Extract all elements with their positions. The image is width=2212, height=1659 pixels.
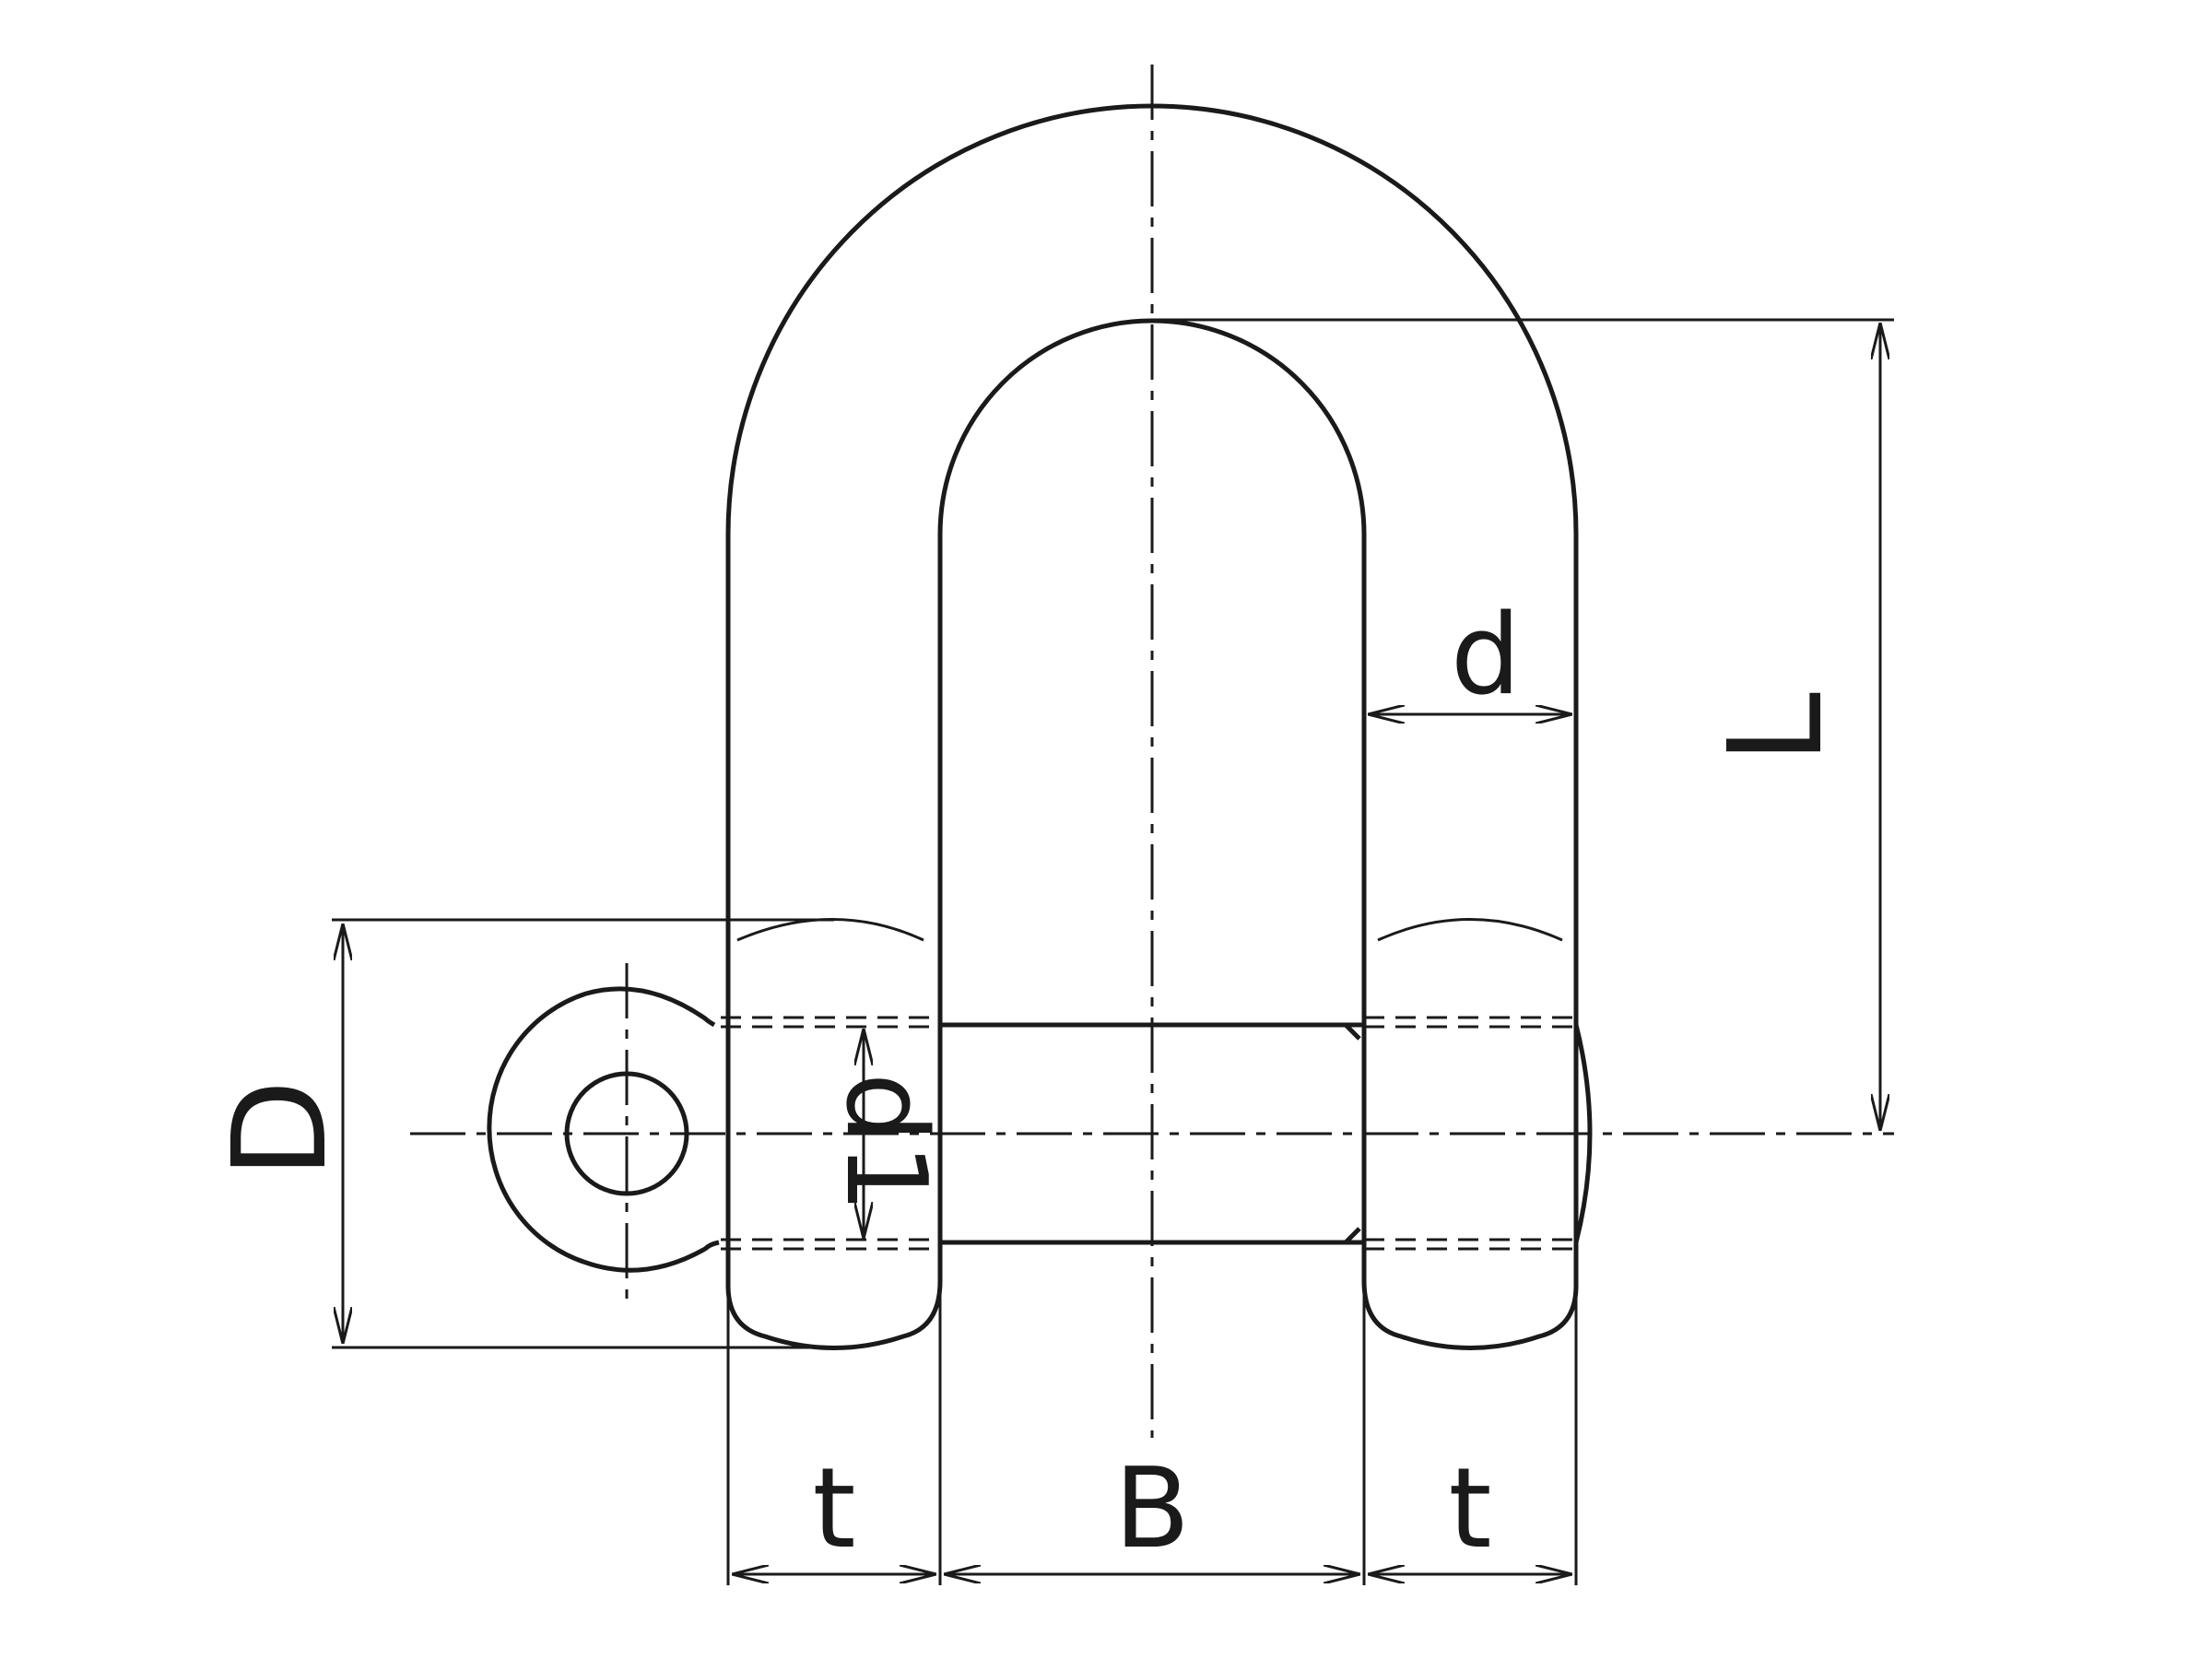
shackle-body — [487, 103, 1593, 1350]
ear-top-arcs — [736, 918, 1563, 942]
shackle-outer-bow — [725, 103, 1579, 1286]
pin-chamfer-bottom — [1344, 1227, 1361, 1244]
right-ear-bottom — [1361, 1280, 1579, 1350]
label-D: D — [206, 1079, 356, 1179]
label-L: L — [1701, 692, 1852, 764]
pin-chamfer-top — [1344, 1023, 1361, 1041]
pin-end-cap — [1573, 1024, 1593, 1243]
left-ear-bottom — [725, 1280, 943, 1350]
pin-eye-hole — [564, 1071, 689, 1196]
dimension-lines — [343, 323, 1880, 1574]
left-ear-top-arc — [736, 918, 924, 942]
label-t-right: t — [1448, 1445, 1491, 1573]
label-d: d — [1451, 592, 1521, 720]
hidden-pin-lines — [721, 1016, 1578, 1251]
extension-lines — [332, 318, 1894, 1585]
centerlines — [410, 65, 1894, 1438]
right-ear-top-arc — [1377, 918, 1563, 942]
label-B: B — [1114, 1445, 1190, 1573]
label-d1: d1 — [821, 1073, 949, 1214]
label-t-left: t — [812, 1445, 855, 1573]
pin-eye-head — [487, 986, 720, 1273]
